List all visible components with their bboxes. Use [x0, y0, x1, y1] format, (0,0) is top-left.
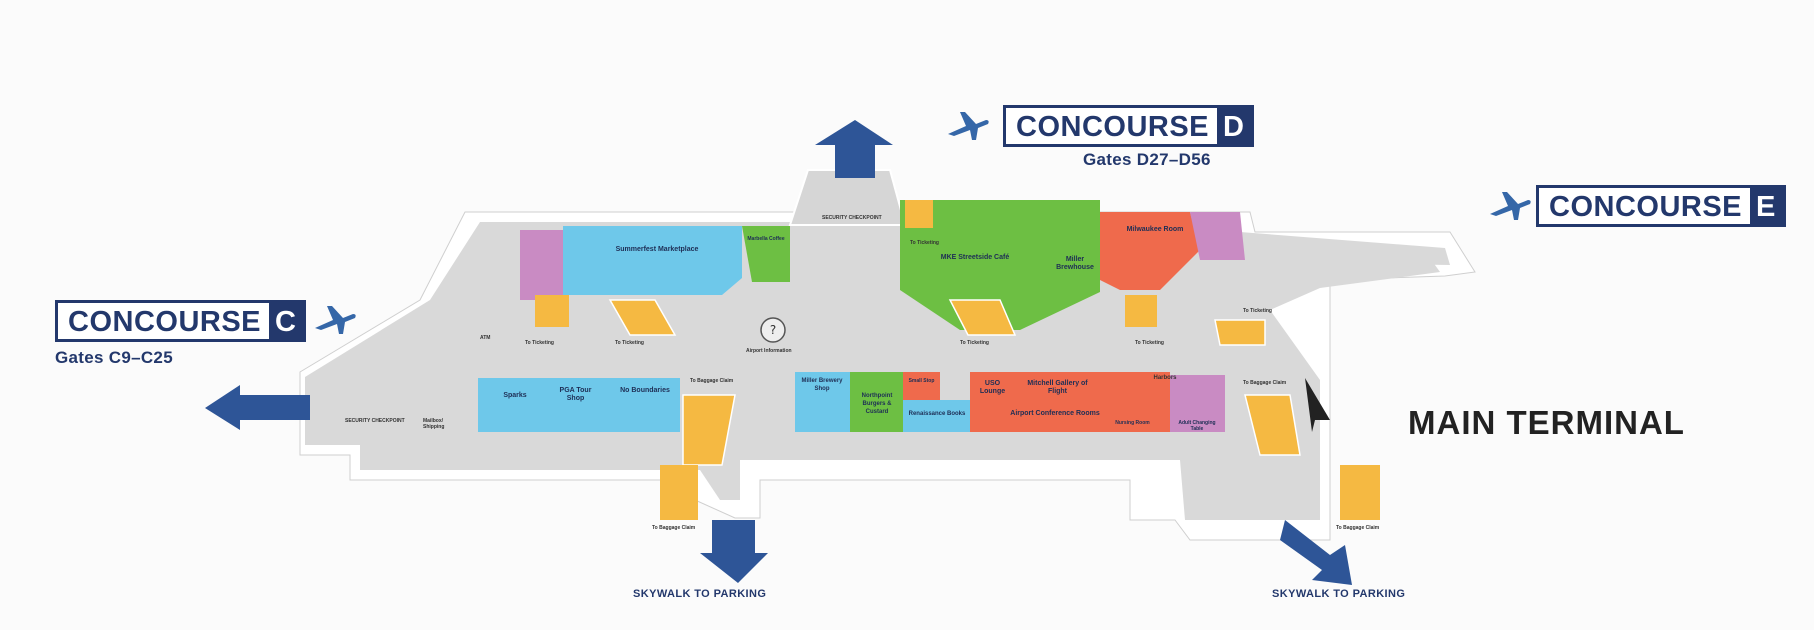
concourse-d-sign[interactable]: CONCOURSE D [1003, 105, 1255, 147]
to-ticketing-1[interactable]: To Ticketing [525, 340, 554, 346]
venue-harbors[interactable]: Harbors [1153, 375, 1177, 381]
skywalk-left-label[interactable]: SKYWALK TO PARKING [633, 588, 767, 600]
arrow-down-right-icon [1280, 520, 1352, 585]
restroom-icon [1340, 465, 1380, 520]
to-baggage-1[interactable]: To Baggage Claim [690, 378, 734, 384]
concourse-c-gates: Gates C9–C25 [55, 348, 173, 367]
restroom-icons [535, 200, 1380, 520]
milwaukee-room-block[interactable] [1100, 212, 1200, 290]
concourse-e-letter: E [1750, 188, 1783, 224]
info-icon[interactable] [760, 317, 786, 343]
main-terminal-title: MAIN TERMINAL [1408, 404, 1685, 441]
venue-renaissance[interactable]: Renaissance Books [908, 411, 966, 417]
venue-airport-conf[interactable]: Airport Conference Rooms [1010, 410, 1100, 417]
to-ticketing-3[interactable]: To Ticketing [960, 340, 989, 346]
family-room-block[interactable] [1170, 375, 1225, 432]
to-ticketing-6[interactable]: To Ticketing [1243, 308, 1272, 314]
concourse-d-gates: Gates D27–D56 [1083, 150, 1211, 169]
floor-plan [299, 169, 1476, 541]
skywalk-right-label[interactable]: SKYWALK TO PARKING [1272, 588, 1406, 600]
restroom-icon [905, 200, 933, 228]
security-left-label[interactable]: SECURITY CHECKPOINT [345, 418, 405, 424]
mailbox-label[interactable]: Mailbox/ Shipping [423, 418, 445, 430]
venue-northpoint[interactable]: Northpoint Burgers & Custard [861, 393, 893, 415]
arrow-up-icon [815, 120, 893, 178]
venue-summerfest[interactable]: Summerfest Marketplace [615, 246, 699, 253]
renaissance-block[interactable] [903, 400, 970, 432]
concourse-e-sign[interactable]: CONCOURSE E [1536, 185, 1786, 227]
to-ticketing-2[interactable]: To Ticketing [615, 340, 644, 346]
concourse-d-letter: D [1217, 108, 1252, 144]
atm-label[interactable]: ATM [480, 335, 491, 341]
small-stop-block[interactable] [903, 372, 940, 400]
mke-cafe-block[interactable] [900, 200, 1100, 330]
venue-mitchell[interactable]: Mitchell Gallery of Flight [1027, 380, 1088, 395]
sparks-pga-block[interactable] [478, 378, 680, 432]
arrow-left-icon [205, 385, 310, 430]
venue-adult-changing[interactable]: Adult Changing Table [1178, 420, 1216, 432]
plane-icon [1490, 192, 1531, 220]
airport-info-label[interactable]: Airport Information [746, 348, 792, 354]
concourse-c-sign[interactable]: CONCOURSE C [55, 300, 307, 342]
venue-blocks [478, 200, 1245, 432]
pointer-icon [1305, 378, 1330, 432]
direction-arrows [205, 120, 1352, 585]
svg-text:?: ? [770, 323, 776, 337]
plane-icon [315, 306, 356, 334]
restroom-area-nw[interactable] [520, 230, 565, 300]
venue-sparks[interactable]: Sparks [503, 392, 527, 399]
summerfest-block[interactable] [563, 226, 742, 295]
venue-nursing[interactable]: Nursing Room [1115, 420, 1150, 426]
to-baggage-3[interactable]: To Baggage Claim [652, 525, 696, 531]
venue-milwaukee-room[interactable]: Milwaukee Room [1126, 226, 1184, 233]
to-baggage-4[interactable]: To Baggage Claim [1336, 525, 1380, 531]
restroom-icon [535, 295, 569, 327]
concourse-d-word: CONCOURSE [1016, 111, 1210, 143]
restroom-block-ne[interactable] [1190, 212, 1245, 260]
venue-no-boundaries[interactable]: No Boundaries [620, 387, 670, 394]
venue-coffee[interactable]: Marbella Coffee [747, 236, 785, 242]
to-ticketing-4[interactable]: To Ticketing [1135, 340, 1164, 346]
escalators [608, 299, 1301, 466]
venue-pga[interactable]: PGA Tour Shop [559, 387, 592, 402]
restroom-icon [660, 465, 698, 520]
coffee-block[interactable] [742, 226, 790, 282]
plane-icon [948, 112, 989, 140]
concourse-e-word: CONCOURSE [1549, 191, 1743, 223]
venue-miller-brewhouse[interactable]: Miller Brewhouse [1056, 256, 1094, 271]
to-ticketing-5[interactable]: To Ticketing [910, 240, 939, 246]
uso-gallery-block[interactable] [970, 372, 1170, 432]
venue-miller-brewery[interactable]: Miller Brewery Shop [801, 378, 843, 392]
restroom-icon [1125, 295, 1157, 327]
arrow-down-icon [700, 520, 768, 583]
northpoint-block[interactable] [850, 372, 903, 432]
venue-uso[interactable]: USO Lounge [979, 380, 1006, 395]
miller-brewery-block[interactable] [795, 372, 850, 432]
concourse-c-word: CONCOURSE [68, 306, 262, 338]
security-top-label[interactable]: SECURITY CHECKPOINT [822, 215, 882, 221]
venue-mke-cafe[interactable]: MKE Streetside Café [940, 254, 1010, 261]
concourse-c-letter: C [269, 303, 304, 339]
venue-small[interactable]: Small Stop [908, 378, 935, 384]
to-baggage-2[interactable]: To Baggage Claim [1243, 380, 1287, 386]
